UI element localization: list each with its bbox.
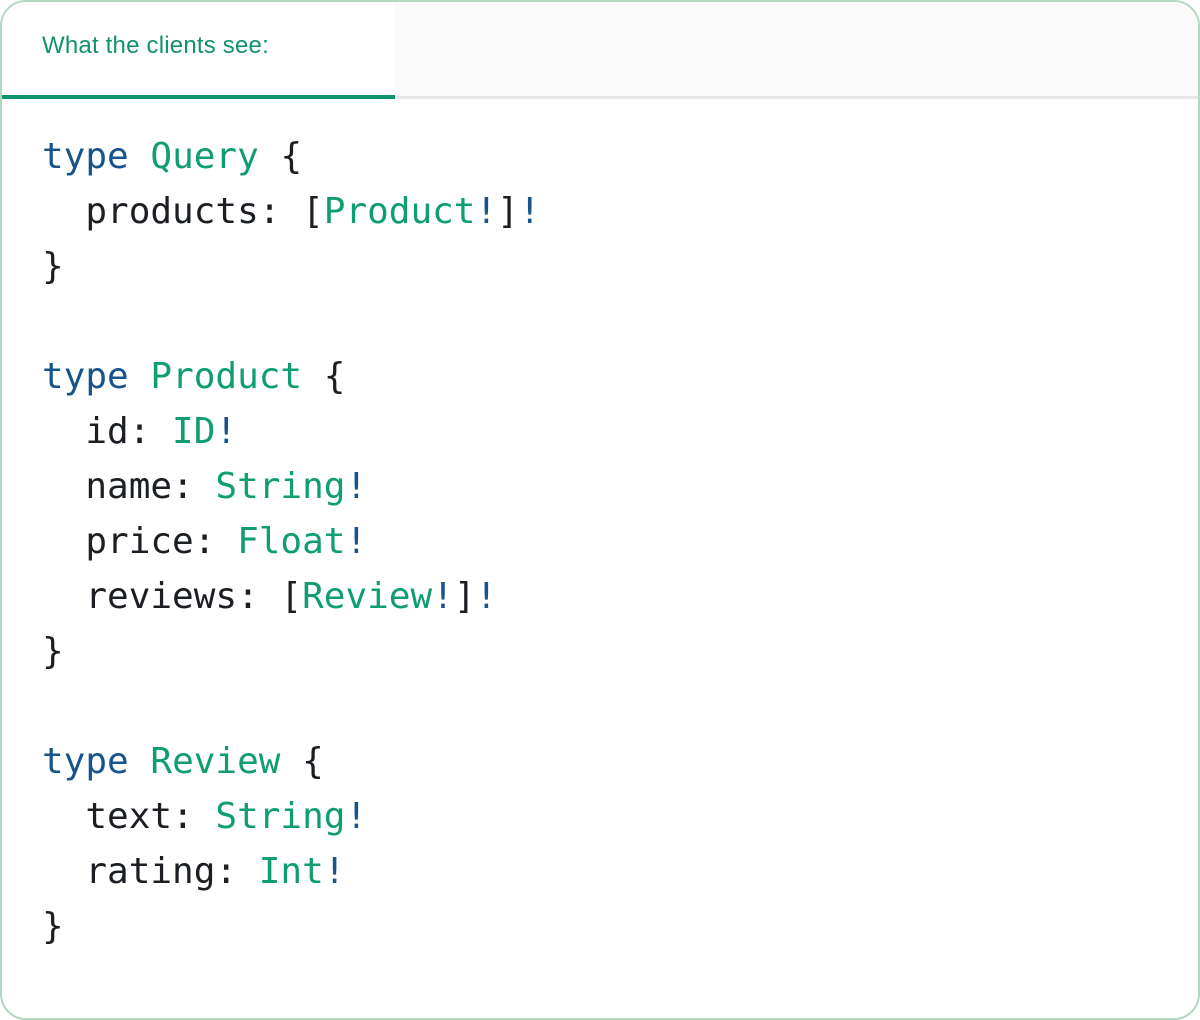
code-line: rating: Int! <box>42 851 346 892</box>
code-line: } <box>42 246 64 287</box>
code-line <box>42 294 1158 349</box>
code-block: type Query { products: [Product!]!} type… <box>2 99 1198 1018</box>
tab-label: What the clients see: <box>42 31 269 59</box>
code-line: type Query { <box>42 136 303 177</box>
tab-bar: What the clients see: <box>2 2 1198 99</box>
code-line: text: String! <box>42 796 368 837</box>
code-line: } <box>42 906 64 947</box>
code-line: type Product { <box>42 356 346 397</box>
code-line: type Review { <box>42 741 324 782</box>
code-line: reviews: [Review!]! <box>42 576 498 617</box>
tab-what-clients-see[interactable]: What the clients see: <box>2 2 395 99</box>
code-line: id: ID! <box>42 411 238 452</box>
code-line: products: [Product!]! <box>42 191 541 232</box>
code-line <box>42 679 1158 734</box>
code-line: price: Float! <box>42 521 368 562</box>
code-line: name: String! <box>42 466 368 507</box>
code-line: } <box>42 631 64 672</box>
